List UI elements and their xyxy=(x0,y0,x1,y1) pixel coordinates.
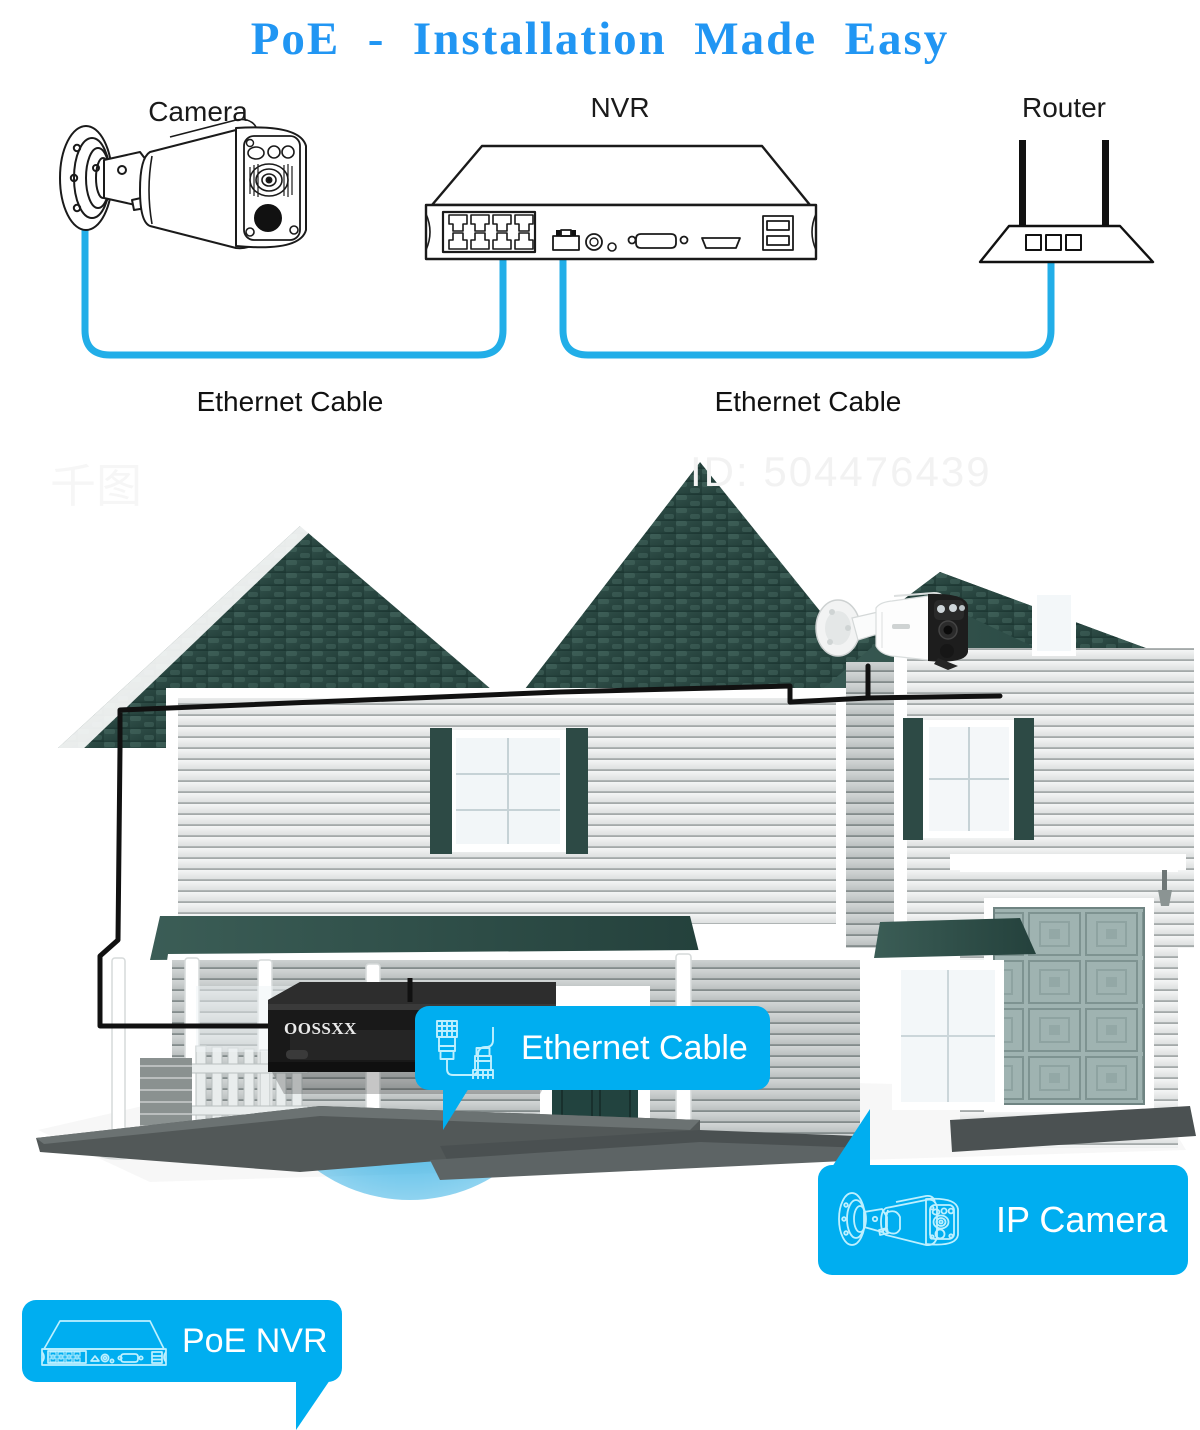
cable-label-nvr-router: Ethernet Cable xyxy=(714,386,902,417)
callout-ethernet-cable[interactable]: Ethernet Cable xyxy=(415,1006,770,1130)
porch-deck xyxy=(36,1106,700,1172)
poe-nvr-icon xyxy=(41,1320,167,1366)
callout-ethernet-cable-pointer xyxy=(443,1088,469,1130)
hdmi-port xyxy=(701,237,741,249)
ethernet-cable-camera-to-nvr xyxy=(81,211,507,359)
connection-diagram: Camera NVR Router Ethernet Cable Etherne… xyxy=(0,0,1200,440)
callout-poe-nvr-label: PoE NVR xyxy=(182,1321,328,1360)
garage-apron xyxy=(950,1106,1196,1152)
window-dormer-right xyxy=(1032,590,1076,656)
nvr-brand-text: OOSSXX xyxy=(284,1019,357,1038)
shutter-right xyxy=(566,728,588,854)
ip-camera-icon xyxy=(838,1192,959,1246)
usb-ports xyxy=(762,215,794,251)
bullet-camera-line-icon xyxy=(59,118,307,250)
wall-mounted-ip-camera xyxy=(815,591,968,670)
vga-port xyxy=(627,233,689,249)
window-lower-right xyxy=(892,960,1004,1110)
nvr-label: NVR xyxy=(590,92,650,123)
garage-light xyxy=(1158,868,1172,906)
ethernet-cable-icon xyxy=(436,1020,494,1079)
callout-poe-nvr-pointer xyxy=(296,1380,330,1430)
callout-ethernet-cable-label: Ethernet Cable xyxy=(521,1028,748,1067)
shutter-left xyxy=(430,728,452,854)
ethernet-cable-nvr-to-router xyxy=(559,248,1055,359)
window-right-wing xyxy=(903,718,1034,840)
entry-steps xyxy=(430,1130,866,1180)
camera-label: Camera xyxy=(148,96,248,127)
nvr-rear-panel-line-icon xyxy=(424,144,818,261)
porch-lattice xyxy=(140,1058,192,1132)
lan-port xyxy=(552,229,580,251)
cable-run xyxy=(97,663,1003,1029)
watermark-mark: 千图 xyxy=(50,460,142,512)
callout-poe-nvr[interactable]: PoE NVR xyxy=(22,1300,342,1430)
page-title: PoE - Installation Made Easy xyxy=(250,13,950,65)
router-line-icon xyxy=(978,140,1155,264)
router-label: Router xyxy=(1021,92,1107,123)
cable-label-camera-nvr: Ethernet Cable xyxy=(196,386,384,417)
garage-eave xyxy=(950,854,1186,870)
callout-ip-camera[interactable]: IP Camera xyxy=(818,1109,1188,1275)
house-illustration: OOSSXX ID: 504476439 千图 xyxy=(0,430,1200,1430)
callout-ip-camera-label: IP Camera xyxy=(996,1199,1168,1240)
window-upper-center xyxy=(430,728,588,854)
callout-ip-camera-pointer xyxy=(832,1109,870,1167)
window-awning-roof xyxy=(874,918,1036,958)
